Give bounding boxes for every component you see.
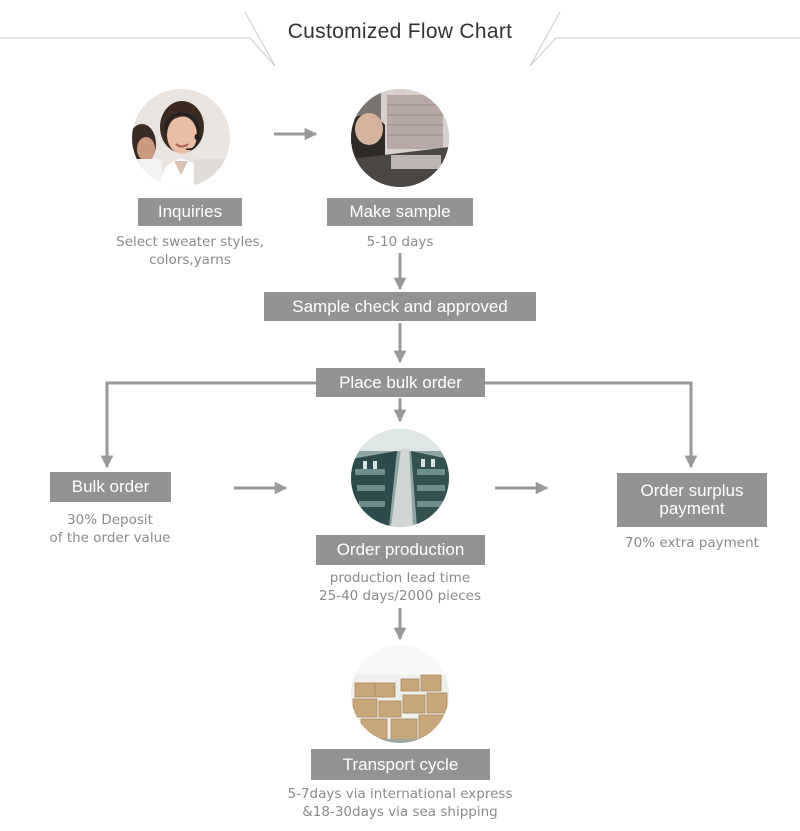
surplus-label-line-2: payment <box>659 499 725 518</box>
step-bulk-order-box: Bulk order <box>50 472 171 502</box>
step-inquiries-box: Inquiries <box>138 198 242 226</box>
step-order-surplus-payment-box: Order surplus payment <box>617 473 767 527</box>
arrow-place-to-surplus <box>485 381 698 469</box>
inquiries-note-line-1: Select sweater styles, <box>116 234 264 250</box>
surplus-note: 70% extra payment <box>592 534 792 552</box>
bulk-order-note-line-2: of the order value <box>49 530 171 546</box>
transport-note: 5-7days via international express &18-30… <box>250 785 550 821</box>
surplus-label-line-1: Order surplus <box>640 481 744 500</box>
surplus-note-line-1: 70% extra payment <box>625 535 759 551</box>
arrow-place-to-bulk <box>100 381 316 469</box>
step-transport-cycle-box: Transport cycle <box>311 749 490 780</box>
step-sample-check-box: Sample check and approved <box>264 292 536 321</box>
inquiries-note: Select sweater styles, colors,yarns <box>90 233 290 269</box>
step-make-sample-box: Make sample <box>327 198 473 226</box>
sample-making-photo <box>351 89 449 187</box>
transport-note-line-1: 5-7days via international express <box>287 786 513 802</box>
customer-service-agent-photo <box>132 89 230 187</box>
transport-note-line-2: &18-30days via sea shipping <box>302 804 498 820</box>
knitting-factory-photo <box>351 429 449 527</box>
make-sample-note-line-1: 5-10 days <box>366 234 434 250</box>
bulk-order-note: 30% Deposit of the order value <box>20 511 200 547</box>
step-place-bulk-order-box: Place bulk order <box>316 368 485 397</box>
production-note-line-1: production lead time <box>329 570 471 586</box>
chart-title: Customized Flow Chart <box>287 20 513 43</box>
bulk-order-note-line-1: 30% Deposit <box>67 512 153 528</box>
step-order-production-box: Order production <box>316 535 485 565</box>
inquiries-note-line-2: colors,yarns <box>149 252 231 268</box>
make-sample-note: 5-10 days <box>320 233 480 251</box>
warehouse-cartons-photo <box>351 645 449 743</box>
production-note-line-2: 25-40 days/2000 pieces <box>319 588 481 604</box>
production-note: production lead time 25-40 days/2000 pie… <box>290 569 510 605</box>
header-rule <box>0 11 800 67</box>
